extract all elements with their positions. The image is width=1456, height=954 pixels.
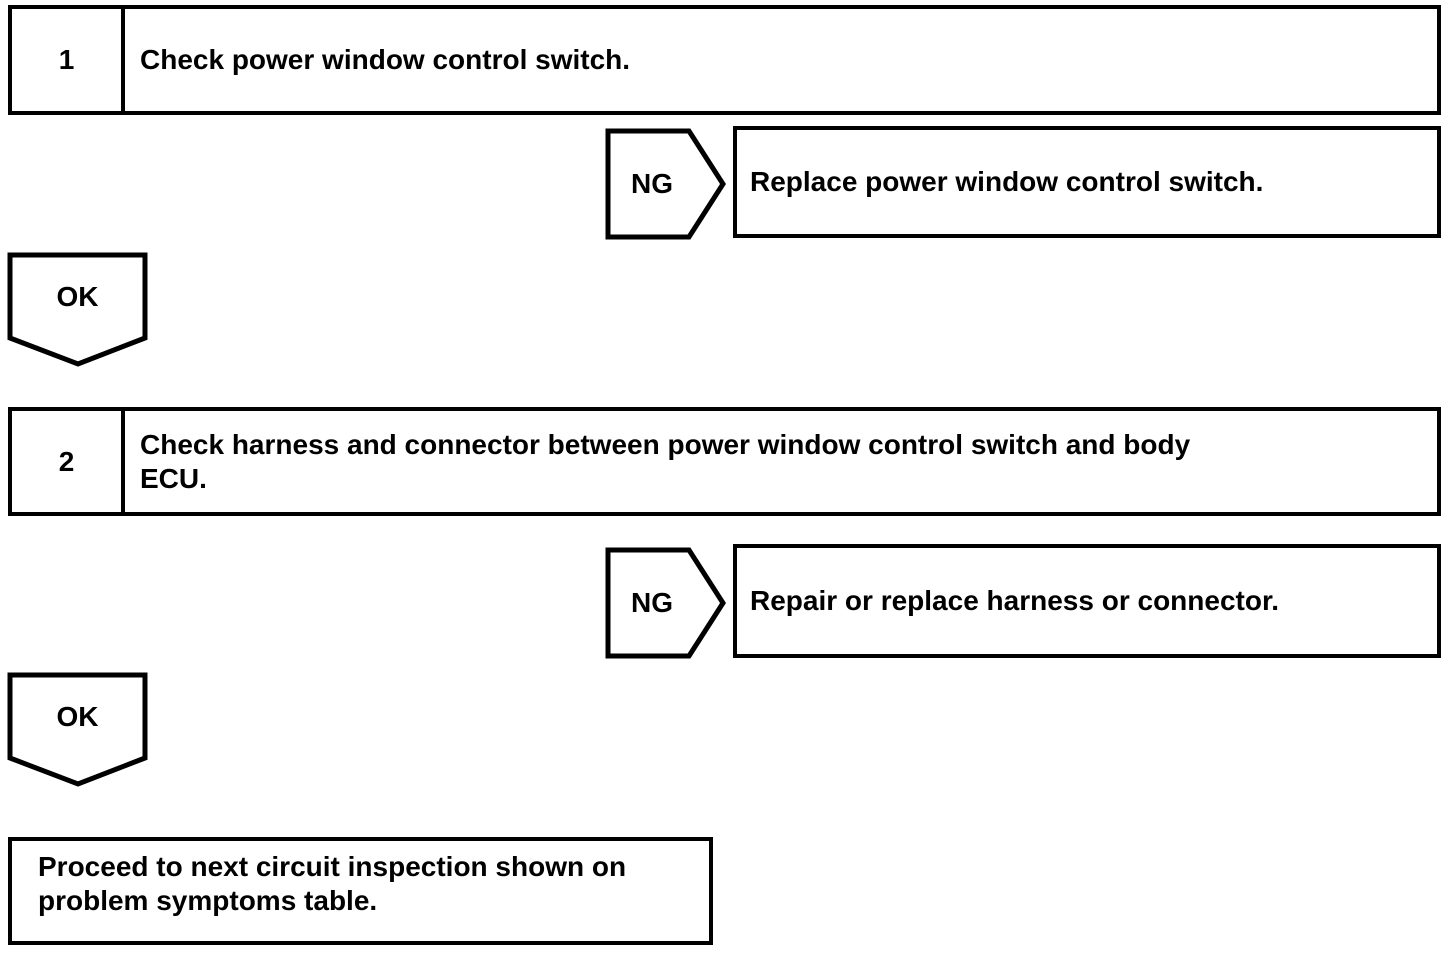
ng-connector-2: NG bbox=[605, 547, 727, 659]
ok-arrow-icon bbox=[7, 672, 148, 787]
ng-arrow-icon bbox=[605, 128, 726, 240]
ok-arrow-icon bbox=[7, 252, 148, 367]
ng-result-2-text: Repair or replace harness or connector. bbox=[750, 585, 1280, 616]
step-1-instruction: Check power window control switch. bbox=[125, 9, 1437, 111]
ng-result-1-box: Replace power window control switch. bbox=[733, 126, 1441, 238]
ng-arrow-icon bbox=[605, 547, 726, 659]
ok-connector-1: OK bbox=[7, 252, 149, 370]
ok-label-2: OK bbox=[56, 700, 99, 732]
ng-result-2-box: Repair or replace harness or connector. bbox=[733, 544, 1441, 658]
final-action-box: Proceed to next circuit inspection shown… bbox=[8, 837, 713, 945]
final-action-line-1: Proceed to next circuit inspection shown… bbox=[38, 851, 627, 882]
ng-label-1: NG bbox=[631, 168, 673, 199]
ok-label-1: OK bbox=[56, 280, 99, 312]
ok-connector-2: OK bbox=[7, 672, 149, 790]
ng-result-1-text: Replace power window control switch. bbox=[750, 166, 1264, 197]
ng-connector-1: NG bbox=[605, 128, 727, 240]
step-2-instruction-line-2: ECU. bbox=[140, 462, 207, 494]
ng-label-2: NG bbox=[631, 587, 673, 618]
step-1-box: 1 Check power window control switch. bbox=[8, 5, 1441, 115]
step-2-box: 2 Check harness and connector between po… bbox=[8, 407, 1441, 516]
step-2-number: 2 bbox=[12, 411, 125, 512]
final-action-line-2: problem symptoms table. bbox=[38, 885, 378, 916]
step-1-instruction-line-1: Check power window control switch. bbox=[140, 44, 631, 75]
step-2-instruction: Check harness and connector between powe… bbox=[125, 411, 1437, 512]
step-1-number: 1 bbox=[12, 9, 125, 111]
step-2-instruction-line-1: Check harness and connector between powe… bbox=[140, 428, 1191, 460]
